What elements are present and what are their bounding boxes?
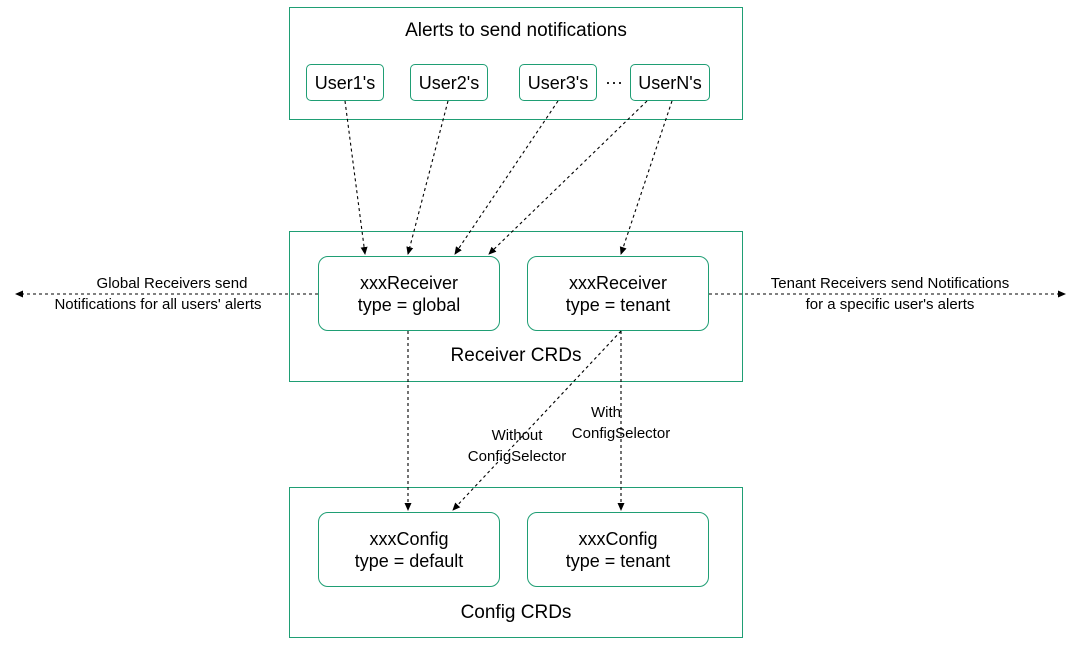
receiver-global-line1: xxxReceiver — [359, 272, 459, 293]
receiver-global-node: xxxReceiver type = global — [318, 256, 500, 331]
user1-node: User1's — [306, 64, 384, 101]
user2-node: User2's — [410, 64, 488, 101]
userN-node: UserN's — [630, 64, 710, 101]
without-line2: ConfigSelector — [467, 448, 567, 465]
user2-label: User2's — [418, 72, 480, 93]
receiver-tenant-line1: xxxReceiver — [568, 272, 668, 293]
users-ellipsis: ··· — [605, 72, 623, 92]
user1-label: User1's — [314, 72, 376, 93]
receiver-crds-title: Receiver CRDs — [450, 345, 582, 366]
config-tenant-line2: type = tenant — [565, 550, 671, 571]
config-tenant-node: xxxConfig type = tenant — [527, 512, 709, 587]
receiver-global-line2: type = global — [357, 294, 461, 315]
userN-label: UserN's — [638, 72, 702, 93]
receiver-tenant-node: xxxReceiver type = tenant — [527, 256, 709, 331]
global-note-line1: Global Receivers send — [96, 275, 248, 292]
tenant-note-line2: for a specific user's alerts — [805, 296, 975, 313]
with-configselector-label: With ConfigSelector — [556, 402, 686, 444]
alerts-title: Alerts to send notifications — [405, 20, 627, 41]
user3-node: User3's — [519, 64, 597, 101]
config-tenant-line1: xxxConfig — [578, 528, 658, 549]
config-default-line2: type = default — [354, 550, 464, 571]
user3-label: User3's — [527, 72, 589, 93]
config-default-node: xxxConfig type = default — [318, 512, 500, 587]
with-line2: ConfigSelector — [571, 425, 671, 442]
global-note-line2: Notifications for all users' alerts — [54, 296, 262, 313]
tenant-receivers-note: Tenant Receivers send Notifications for … — [740, 273, 1040, 315]
config-default-line1: xxxConfig — [369, 528, 449, 549]
config-crds-title: Config CRDs — [460, 602, 572, 623]
receiver-tenant-line2: type = tenant — [565, 294, 671, 315]
global-receivers-note: Global Receivers send Notifications for … — [30, 273, 286, 315]
with-line1: With — [591, 404, 621, 421]
tenant-note-line1: Tenant Receivers send Notifications — [770, 275, 1010, 292]
